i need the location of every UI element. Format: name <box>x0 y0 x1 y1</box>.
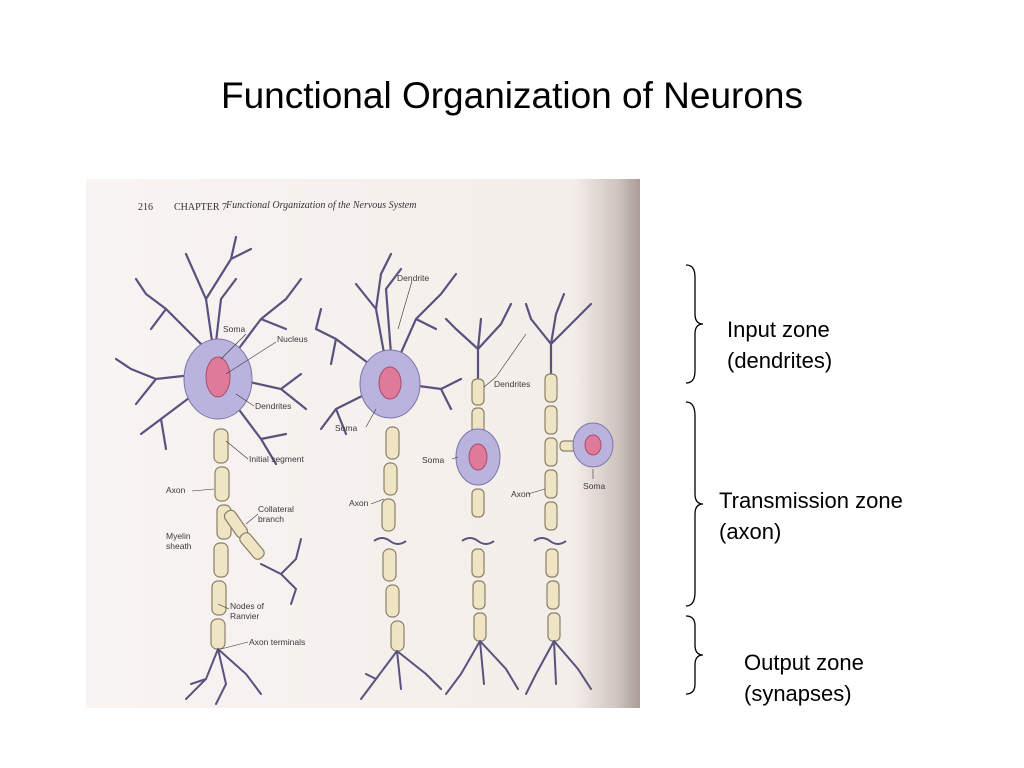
neuron-multipolar <box>114 235 308 466</box>
label-axon-terminals: Axon terminals <box>249 637 305 647</box>
brace-output <box>685 615 704 695</box>
label-soma-1: Soma <box>223 324 245 334</box>
label-myelin-2: sheath <box>166 541 192 551</box>
axon-4 <box>544 373 581 642</box>
label-nucleus: Nucleus <box>277 334 308 344</box>
label-nodes-2: Ranvier <box>230 611 259 621</box>
neuron-3 <box>444 302 513 381</box>
axon-2 <box>381 426 405 652</box>
axon-break-3 <box>461 537 495 545</box>
label-dendrites-1: Dendrites <box>255 401 291 411</box>
axon-1 <box>210 428 265 650</box>
label-nodes-1: Nodes of <box>230 601 265 611</box>
label-dendrite-2: Dendrite <box>397 273 429 283</box>
transmission-zone-title: Transmission zone <box>719 488 903 513</box>
input-zone-label: Input zone (dendrites) <box>727 314 832 376</box>
label-soma-2: Soma <box>335 423 357 433</box>
label-axon-4: Axon <box>511 489 531 499</box>
output-zone-subtitle: (synapses) <box>744 681 852 706</box>
chapter-label: CHAPTER 7 <box>174 202 227 213</box>
output-zone-title: Output zone <box>744 650 864 675</box>
input-zone-subtitle: (dendrites) <box>727 348 833 373</box>
transmission-zone-subtitle: (axon) <box>719 519 782 544</box>
label-initial-segment: Initial segment <box>249 454 304 464</box>
nucleus-1 <box>205 356 231 398</box>
input-zone-title: Input zone <box>727 317 830 342</box>
label-axon-2: Axon <box>349 498 369 508</box>
label-axon-1: Axon <box>166 485 186 495</box>
label-dendrites-3: Dendrites <box>494 379 530 389</box>
nucleus-4 <box>584 434 602 456</box>
brace-input <box>685 264 704 384</box>
brace-transmission <box>685 401 704 607</box>
transmission-zone-label: Transmission zone (axon) <box>719 485 903 547</box>
axon-3 <box>471 488 487 642</box>
axon-break-4 <box>533 537 567 545</box>
neuron-4 <box>524 292 593 376</box>
page-number: 216 <box>138 202 153 213</box>
label-soma-4: Soma <box>583 481 605 491</box>
slide-title: Functional Organization of Neurons <box>220 75 804 116</box>
label-collateral-2: branch <box>258 514 284 524</box>
nucleus-2 <box>378 366 402 400</box>
label-myelin-1: Myelin <box>166 531 191 541</box>
chapter-title: Functional Organization of the Nervous S… <box>225 200 416 211</box>
label-soma-3: Soma <box>422 455 444 465</box>
label-collateral-1: Collateral <box>258 504 294 514</box>
axon-break-2 <box>373 537 407 545</box>
neuron-figure-image: 216 CHAPTER 7 Functional Organization of… <box>86 179 640 708</box>
nucleus-3 <box>468 443 488 471</box>
output-zone-label: Output zone (synapses) <box>744 647 864 709</box>
